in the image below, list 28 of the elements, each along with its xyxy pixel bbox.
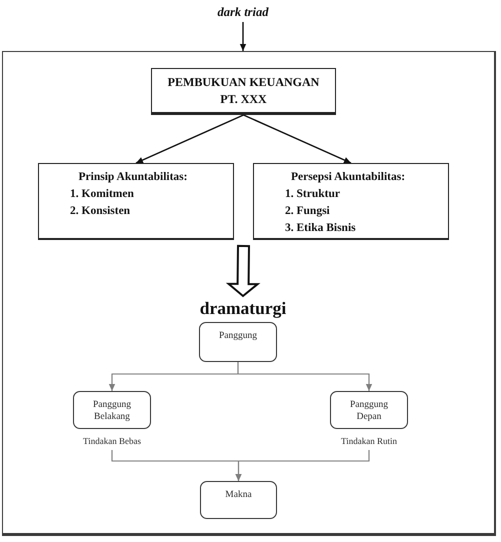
box-text: Panggung Belakang (92, 399, 132, 423)
connector-arrow (237, 362, 372, 391)
list-item: 2. Fungsi (285, 204, 330, 219)
connector-arrow (235, 450, 370, 481)
connector-arrow (136, 114, 244, 164)
box-caption: Tindakan Bebas (83, 436, 141, 447)
list-item: 3. Etika Bisnis (285, 221, 356, 236)
block-arrow (226, 244, 260, 298)
list-box (38, 163, 234, 240)
title-box (151, 68, 336, 115)
box-heading: Persepsi Akuntabilitas: (290, 170, 406, 185)
box-text: Makna (225, 489, 252, 501)
box-text: Panggung (219, 330, 257, 342)
list-item: 1. Komitmen (70, 187, 134, 202)
connector-arrow (243, 114, 352, 164)
rounded-box (200, 481, 277, 519)
box-text: Panggung Depan (349, 399, 389, 423)
box-heading: Prinsip Akuntabilitas: (78, 170, 188, 185)
outer-frame (2, 51, 496, 536)
concept-label: dark triad (193, 2, 293, 22)
list-item: 1. Struktur (285, 187, 340, 202)
box-caption: Tindakan Rutin (341, 436, 397, 447)
list-item: 2. Konsisten (70, 204, 130, 219)
box-text: PEMBUKUAN KEUANGAN PT. XXX (166, 74, 320, 108)
rounded-box (199, 322, 277, 362)
section-heading: dramaturgi (183, 296, 303, 320)
list-box (253, 163, 449, 240)
connector-arrow (240, 22, 246, 51)
